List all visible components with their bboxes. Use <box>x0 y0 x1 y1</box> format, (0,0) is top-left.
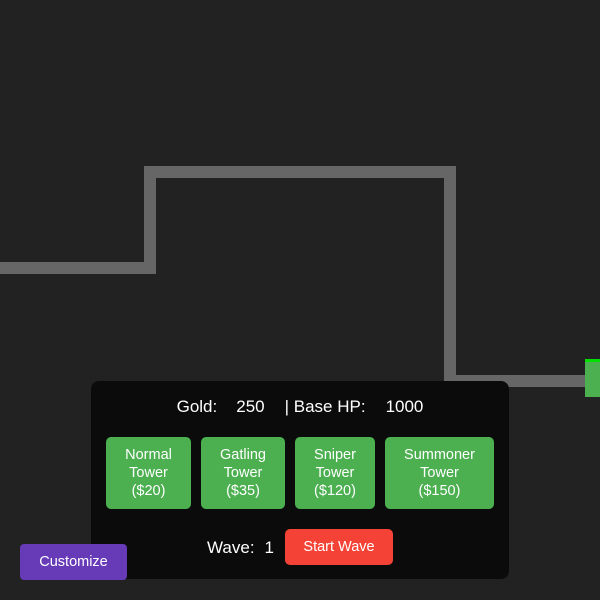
tower-name: Gatling <box>220 447 266 463</box>
base-hp-label: | Base HP: <box>284 397 366 416</box>
wave-value: 1 <box>264 538 275 557</box>
normal-tower-button[interactable]: Normal Tower ($20) <box>106 437 191 509</box>
player-base <box>585 359 600 397</box>
tower-type: Tower <box>420 465 459 481</box>
gatling-tower-button[interactable]: Gatling Tower ($35) <box>201 437 285 509</box>
enemy-path-line <box>0 166 585 387</box>
tower-name: Normal <box>125 447 172 463</box>
summoner-tower-button[interactable]: Summoner Tower ($150) <box>385 437 494 509</box>
hud-panel: Gold: 250 | Base HP: 1000 Normal Tower ($20… <box>91 381 509 579</box>
tower-name: Sniper <box>314 447 356 463</box>
start-wave-button[interactable]: Start Wave <box>285 529 393 565</box>
tower-cost: ($120) <box>314 483 356 499</box>
base-hp-value: 1000 <box>385 397 424 416</box>
tower-type: Tower <box>129 465 168 481</box>
wave-label: Wave: <box>207 538 255 557</box>
sniper-tower-button[interactable]: Sniper Tower ($120) <box>295 437 375 509</box>
wave-row: Wave: 1 Start Wave <box>91 529 509 565</box>
customize-button[interactable]: Customize <box>20 544 127 580</box>
tower-cost: ($35) <box>226 483 260 499</box>
tower-type: Tower <box>223 465 263 481</box>
gold-label: Gold: <box>176 397 218 416</box>
gold-value: 250 <box>236 397 265 416</box>
wave-indicator: Wave: 1 <box>207 538 274 558</box>
tower-cost: ($20) <box>131 483 166 499</box>
stats-bar: Gold: 250 | Base HP: 1000 <box>91 397 509 417</box>
tower-cost: ($150) <box>418 483 461 499</box>
tower-type: Tower <box>315 465 355 481</box>
tower-name: Summoner <box>404 447 475 463</box>
